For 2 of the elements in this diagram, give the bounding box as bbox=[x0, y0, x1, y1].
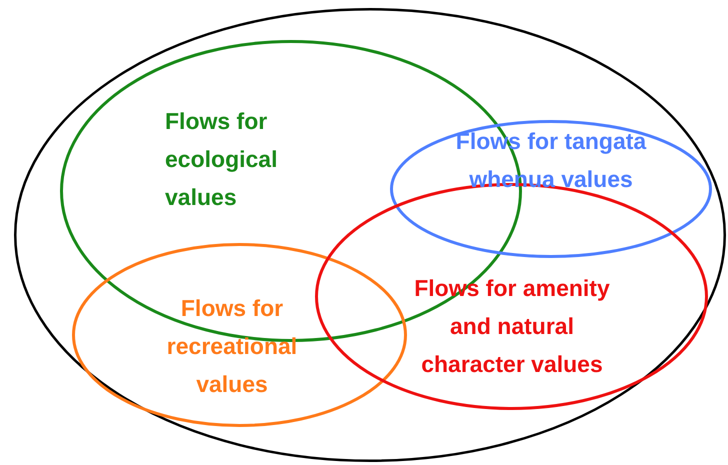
set-label: Flows for ecological values bbox=[165, 107, 278, 212]
set-label: Flows for recreational values bbox=[166, 294, 298, 399]
